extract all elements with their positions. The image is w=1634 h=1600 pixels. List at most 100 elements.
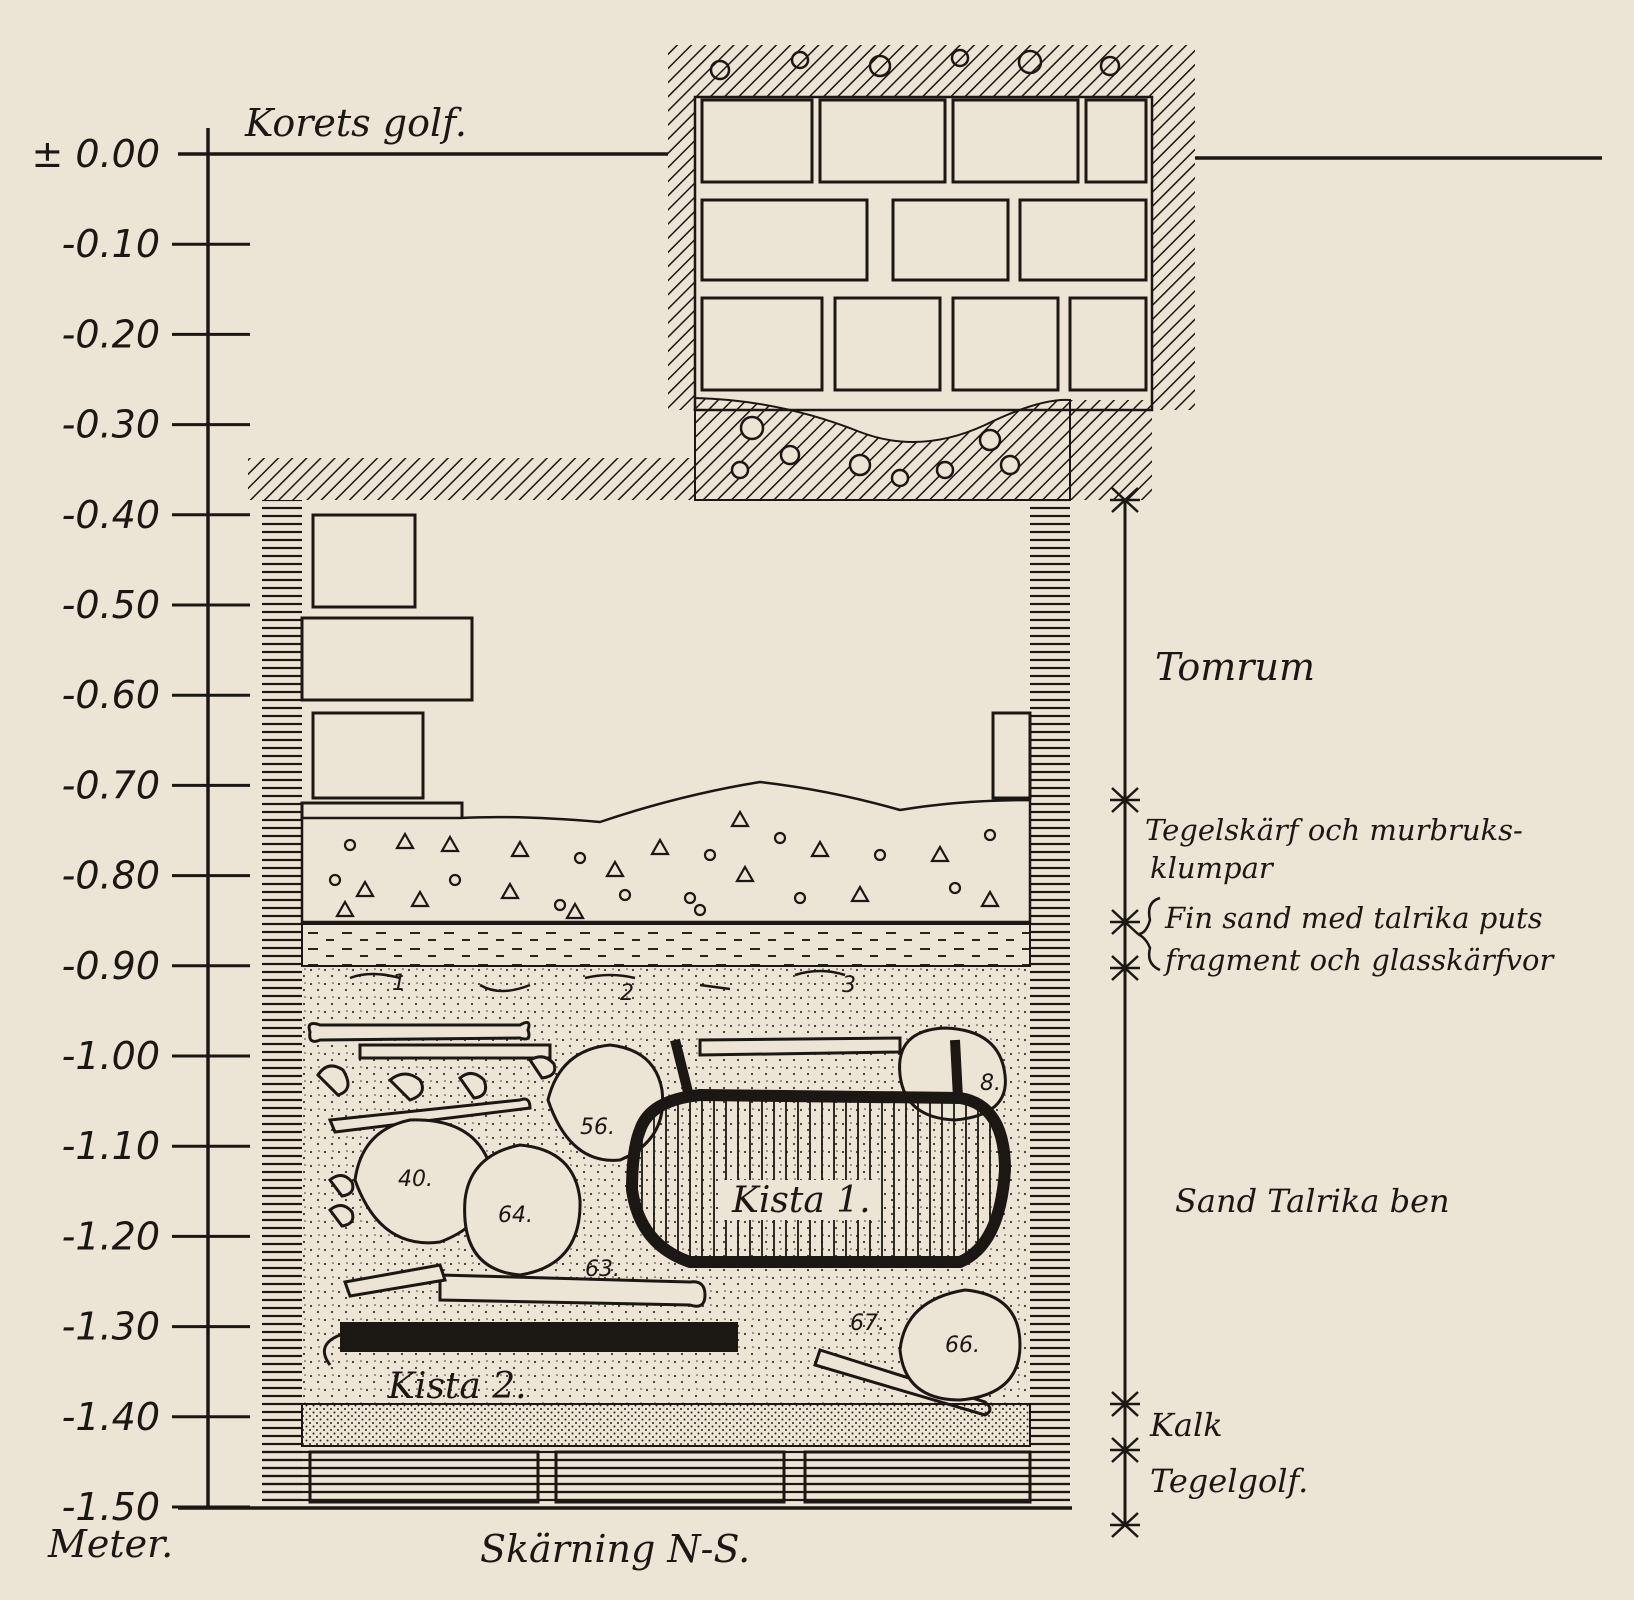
fine-sand-layer <box>301 923 1031 967</box>
skull-number-40: 40. <box>398 1167 433 1192</box>
skull-64 <box>463 1143 582 1277</box>
layer-dimension-line <box>1110 487 1140 1538</box>
bone-number-63: 63. <box>585 1257 620 1282</box>
dimension-mark-5 <box>1110 1437 1140 1463</box>
rubble-mark-9 <box>773 831 787 845</box>
skull-number-64: 64. <box>498 1203 533 1228</box>
dimension-mark-1 <box>1110 787 1140 813</box>
scale-tick-label-9: -0.90 <box>62 944 160 988</box>
fragment-number-2: 2 <box>620 981 634 1006</box>
rubble-mark-10 <box>810 839 830 858</box>
skull-number-8: 8. <box>980 1071 1001 1096</box>
dimension-mark-0 <box>1110 487 1140 513</box>
skulls <box>353 1026 1022 1402</box>
rubble-mark-22 <box>735 864 755 883</box>
fragment-number-3: 3 <box>842 973 856 998</box>
scale-unit-label: Meter. <box>47 1522 173 1566</box>
dimension-mark-3 <box>1110 955 1140 981</box>
rubble-mark-23 <box>793 891 807 905</box>
layer-label-void: Tomrum <box>1155 645 1315 689</box>
rubble-mark-6 <box>650 837 670 856</box>
scale-tick-label-6: -0.60 <box>62 673 160 717</box>
layer-label-brick-floor: Tegelgolf. <box>1150 1462 1308 1500</box>
crypt-wall-left <box>262 500 302 1500</box>
rubble-mark-14 <box>328 873 342 887</box>
rubble-symbols <box>328 809 1000 920</box>
rubble-mark-11 <box>873 848 887 862</box>
scale-tick-label-5: -0.50 <box>62 583 160 627</box>
scale-tick-label-13: -1.30 <box>62 1305 160 1349</box>
rubble-mark-4 <box>573 851 587 865</box>
rubble-mark-24 <box>850 884 870 903</box>
skull-number-56: 56. <box>580 1115 615 1140</box>
rubble-mark-5 <box>605 859 625 878</box>
upper-wall-right-hatch <box>1152 97 1195 410</box>
scale-tick-label-4: -0.40 <box>62 493 160 537</box>
crypt-bricks <box>300 513 1032 821</box>
scale-tick-label-3: -0.30 <box>62 403 160 447</box>
scale-tick-label-14: -1.40 <box>62 1395 160 1439</box>
rubble-mark-29 <box>693 903 707 917</box>
rubble-mark-25 <box>948 881 962 895</box>
rubble-mark-2 <box>440 834 460 853</box>
layer-label-fine-sand-1: Fin sand med talrika puts <box>1164 901 1543 935</box>
rubble-mark-19 <box>553 898 567 912</box>
coffin-1 <box>625 1088 1012 1268</box>
coffin-2-label: Kista 2. <box>387 1366 527 1407</box>
scale-tick-label-8: -0.80 <box>62 854 160 898</box>
scale-tick-label-10: -1.00 <box>62 1034 160 1078</box>
rubble-mark-7 <box>703 848 717 862</box>
rubble-mark-1 <box>395 831 415 850</box>
layer-label-sand-bones: Sand Talrika ben <box>1175 1182 1450 1220</box>
skull-number-66: 66. <box>945 1333 980 1358</box>
scale-tick-label-11: -1.10 <box>62 1124 160 1168</box>
dimension-mark-4 <box>1110 1391 1140 1417</box>
vault-top-slab <box>248 458 668 500</box>
rubble-mark-26 <box>980 889 1000 908</box>
rubble-mark-16 <box>410 889 430 908</box>
layer-label-brick-shards-2: klumpar <box>1150 851 1275 885</box>
coffin-2 <box>340 1322 738 1352</box>
rubble-mark-3 <box>510 839 530 858</box>
layer-label-lime: Kalk <box>1149 1406 1223 1444</box>
bone-number-67: 67. <box>850 1311 885 1336</box>
dimension-mark-2 <box>1110 909 1140 935</box>
rubble-mark-13 <box>983 828 997 842</box>
dimension-mark-6 <box>1110 1512 1140 1538</box>
fragment-number-1: 1 <box>392 971 406 996</box>
upper-brick-wall <box>668 45 1195 501</box>
rubble-mark-27 <box>335 899 355 918</box>
layer-label-fine-sand-2: fragment och glasskärfvor <box>1163 943 1555 977</box>
rubble-mark-15 <box>355 879 375 898</box>
rubble-mark-12 <box>930 844 950 863</box>
crypt-wall-right <box>1030 500 1070 1500</box>
section-title: Skärning N-S. <box>480 1527 750 1571</box>
brick-floor <box>262 1450 1070 1506</box>
rubble-mark-20 <box>618 888 632 902</box>
scale-tick-label-0: ± 0.00 <box>31 132 160 176</box>
lime-layer <box>301 1403 1031 1447</box>
upper-wall-left-hatch <box>668 97 695 410</box>
rubble-mark-17 <box>448 873 462 887</box>
layer-label-brick-shards-1: Tegelskärf och murbruks- <box>1145 813 1523 847</box>
floor-label: Korets golf. <box>244 101 467 145</box>
scale-tick-label-15: -1.50 <box>62 1485 160 1529</box>
rubble-mark-18 <box>500 881 520 900</box>
coffin-1-label: Kista 1. <box>731 1180 871 1221</box>
top-rubble-band <box>668 45 1195 97</box>
rubble-mark-0 <box>343 838 357 852</box>
rubble-mark-8 <box>730 809 750 828</box>
fragments <box>349 969 846 993</box>
scale-tick-lines <box>172 152 250 1509</box>
scale-tick-label-12: -1.20 <box>62 1214 160 1258</box>
rubble-mark-28 <box>565 901 585 920</box>
depth-scale: ± 0.00-0.10-0.20-0.30-0.40-0.50-0.60-0.7… <box>31 128 250 1566</box>
scale-tick-label-7: -0.70 <box>62 763 160 807</box>
layer-labels: Tomrum Tegelskärf och murbruks- klumpar … <box>1137 645 1555 1500</box>
scale-tick-label-1: -0.10 <box>62 222 160 266</box>
upper-bricks <box>700 98 1148 392</box>
skull-66 <box>898 1288 1022 1402</box>
scale-tick-labels: ± 0.00-0.10-0.20-0.30-0.40-0.50-0.60-0.7… <box>31 132 160 1529</box>
